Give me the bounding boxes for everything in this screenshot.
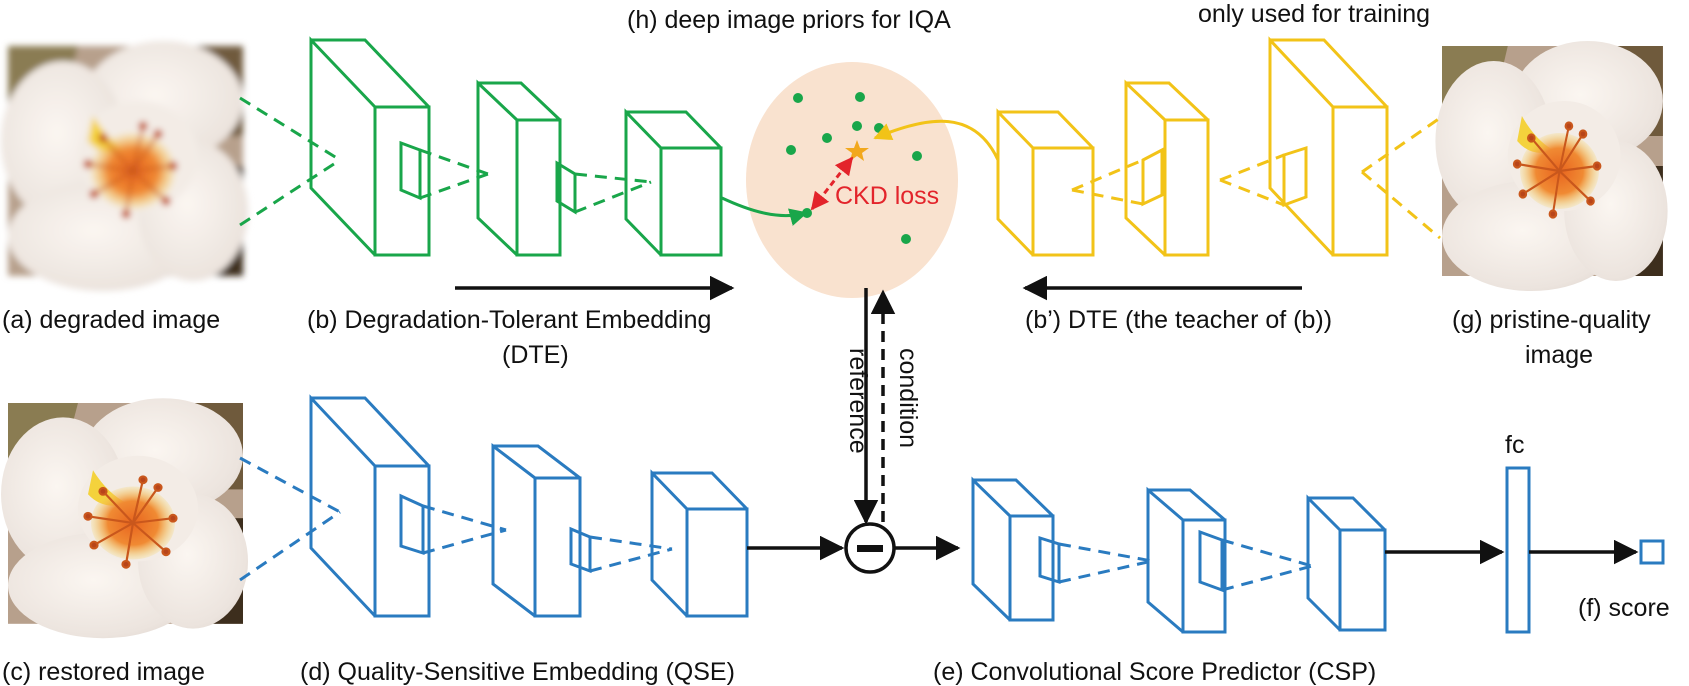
score-node: [1639, 539, 1665, 565]
dte-label-line2: (DTE): [502, 341, 569, 369]
pristine-image-label-line2: image: [1525, 341, 1593, 369]
fc-layer: [1505, 466, 1531, 634]
subtract-node: [844, 522, 896, 574]
csp-network: [971, 476, 1387, 634]
score-label: (f) score: [1578, 594, 1670, 622]
restored-image: [0, 397, 250, 640]
dte-label-line1: (b) Degradation-Tolerant Embedding: [307, 306, 711, 334]
top-note: only used for training: [1198, 0, 1430, 28]
degraded-image-label: (a) degraded image: [2, 306, 220, 334]
csp-label: (e) Convolutional Score Predictor (CSP): [933, 658, 1376, 686]
reference-label: reference: [844, 348, 872, 454]
fc-label: fc: [1505, 431, 1524, 459]
teacher-dte-label: (b’) DTE (the teacher of (b)): [1025, 306, 1332, 334]
prior-star: [845, 140, 869, 161]
degraded-image: [0, 39, 250, 293]
teacher-dte-network: [873, 36, 1441, 257]
dte-network: [239, 36, 808, 257]
deep-image-prior-space: [746, 62, 958, 298]
restored-image-label: (c) restored image: [2, 658, 205, 686]
qse-label: (d) Quality-Sensitive Embedding (QSE): [300, 658, 735, 686]
ckd-loss-label: CKD loss: [835, 182, 939, 210]
qse-network: [239, 394, 749, 618]
ckd-loss-arrow: [810, 156, 854, 211]
pristine-image: [1434, 39, 1669, 293]
condition-label: condition: [894, 348, 922, 448]
top-title: (h) deep image priors for IQA: [627, 6, 951, 34]
pristine-image-label-line1: (g) pristine-quality: [1452, 306, 1651, 334]
